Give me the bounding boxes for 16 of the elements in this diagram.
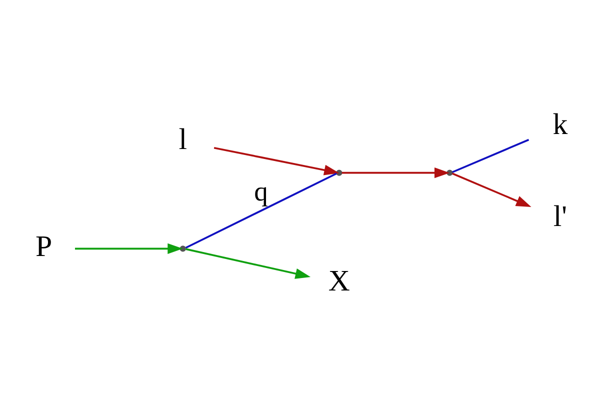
edge-label: q [254,176,268,207]
node-text: k [552,108,568,142]
connector [185,172,337,249]
node-text: l [178,123,188,156]
node-point [336,170,342,176]
node-point [446,170,453,176]
connector [452,138,530,174]
arrow [342,168,450,178]
node-point [180,246,186,252]
arrow [452,172,532,207]
arrow [214,146,340,176]
arrow [75,243,183,254]
node-text: l' [553,200,568,234]
node-text: X [328,264,350,298]
arrow [186,248,311,279]
node-text: P [36,230,52,263]
